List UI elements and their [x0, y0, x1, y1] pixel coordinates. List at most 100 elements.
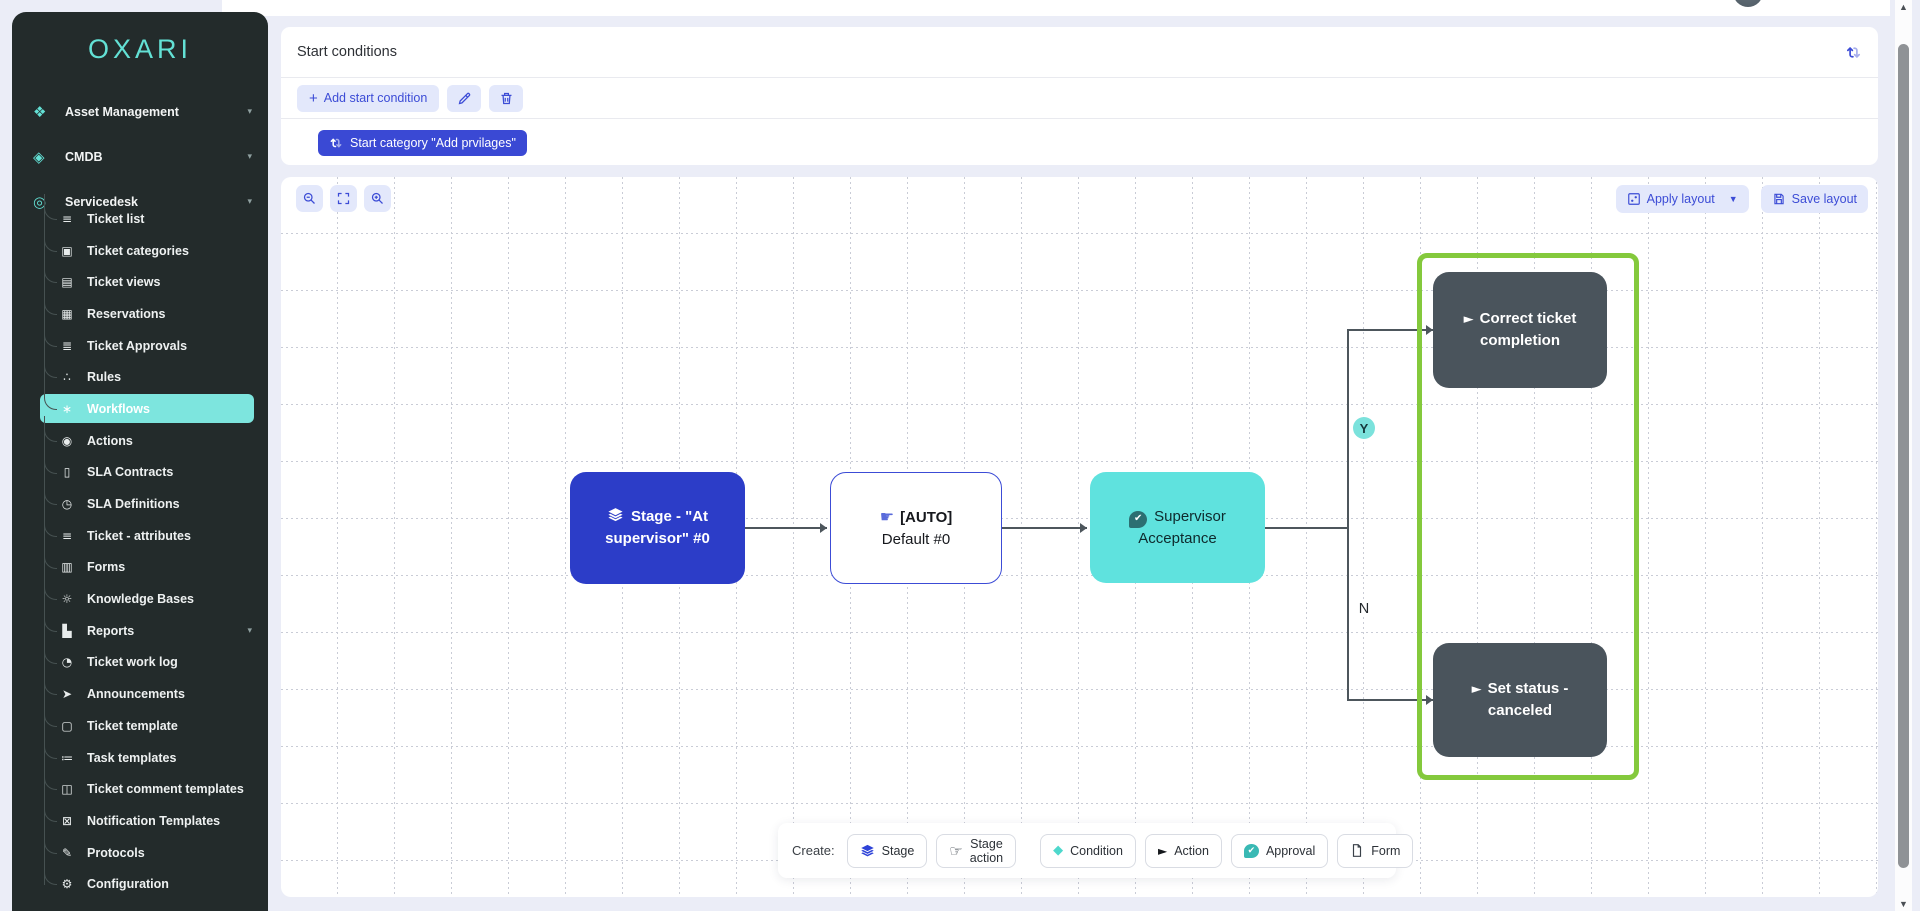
tree-branch-curve	[44, 384, 57, 411]
start-category-button[interactable]: Start category "Add prvilages"	[318, 129, 527, 156]
menu-item-label: Ticket Approvals	[87, 338, 188, 353]
sidebar-item[interactable]: ∴ Rules	[12, 352, 268, 393]
menu-item-label: Ticket list	[87, 211, 145, 226]
sidebar-item-asset-management[interactable]: ❖ Asset Management ▾	[33, 102, 252, 121]
menu-item-label: Rules	[87, 370, 122, 385]
edge-stage-to-auto	[745, 527, 827, 529]
chevron-down-icon: ▾	[247, 106, 252, 116]
sidebar-item[interactable]: ◉ Actions	[12, 415, 268, 457]
sidebar-item[interactable]: ◫ Ticket comment templates	[12, 764, 268, 805]
menu-item-icon: ◔	[61, 655, 73, 670]
menu-item-icon: ∗	[61, 401, 73, 416]
sidebar-item[interactable]: ▣ Ticket categories	[12, 225, 268, 267]
scroll-down-arrow[interactable]: ▼	[1899, 899, 1908, 909]
menu-item-label: Protocols	[87, 845, 145, 860]
chevron-down-icon[interactable]: ▼	[1728, 194, 1738, 204]
create-action-button[interactable]: ► Action	[1144, 833, 1222, 868]
node-supervisor-acceptance[interactable]: ✔Supervisor Acceptance	[1090, 472, 1265, 583]
menu-item-icon: ◫	[61, 782, 73, 797]
sidebar-item[interactable]: ∗ Workflows	[12, 384, 268, 425]
apply-layout-button[interactable]: Apply layout ▼	[1615, 185, 1749, 213]
tree-branch-curve	[44, 447, 57, 474]
node-set-status-canceled[interactable]: ►Set status - canceled	[1433, 643, 1607, 757]
zoom-out-button[interactable]	[296, 185, 323, 212]
sidebar-item[interactable]: ◷ SLA Definitions	[12, 479, 268, 520]
play-icon: ►	[1463, 312, 1474, 328]
play-icon: ►	[1471, 682, 1482, 698]
menu-item-label: SLA Definitions	[87, 497, 180, 512]
menu-item-icon: ➤	[61, 687, 73, 702]
menu-item-icon: ⚙	[61, 877, 73, 892]
create-condition-button[interactable]: ◆ Condition	[1040, 833, 1136, 868]
fit-screen-button[interactable]	[330, 185, 357, 212]
create-stage-action-button[interactable]: ☞ Stage action	[936, 833, 1017, 868]
create-stage-button[interactable]: Stage	[846, 833, 928, 868]
chevron-icon: ▾	[247, 196, 252, 206]
edge-approval-to-junction	[1265, 527, 1347, 529]
vertical-scrollbar[interactable]: ▲ ▼	[1895, 0, 1912, 911]
canvas-zoom-controls	[296, 185, 391, 212]
start-conditions-panel: Start conditions + Add start condition	[281, 27, 1878, 165]
create-form-button[interactable]: Form	[1337, 833, 1414, 868]
workflow-canvas[interactable]: Apply layout ▼ Save layout Stage - "At s…	[281, 177, 1878, 897]
menu-item-icon: ≡	[61, 528, 73, 543]
zoom-in-button[interactable]	[364, 185, 391, 212]
sidebar-item[interactable]: ⊠ Notification Templates	[12, 796, 268, 837]
sidebar-item[interactable]: ▥ Forms	[12, 542, 268, 584]
sidebar-item[interactable]: ▤ Ticket views	[12, 257, 268, 298]
user-avatar[interactable]	[1733, 0, 1763, 7]
sidebar-item[interactable]: ▦ Reservations	[12, 289, 268, 330]
save-layout-button[interactable]: Save layout	[1760, 185, 1868, 213]
save-icon	[1772, 192, 1786, 206]
scroll-up-arrow[interactable]: ▲	[1899, 2, 1908, 12]
menu-item-label: Forms	[87, 560, 126, 575]
edge-auto-to-approval	[1002, 527, 1087, 529]
scrollbar-thumb[interactable]	[1898, 44, 1909, 868]
sidebar-item-cmdb[interactable]: ◈ CMDB ▾	[33, 147, 252, 166]
yes-branch-badge: Y	[1353, 417, 1375, 439]
tree-branch-curve	[44, 289, 57, 316]
menu-item-icon: ▥	[61, 560, 73, 575]
edit-button[interactable]	[447, 84, 482, 112]
menu-item-label: Ticket work log	[87, 655, 178, 670]
node-auto-default[interactable]: ☛[AUTO] Default #0	[830, 472, 1002, 584]
menu-item-icon: ▤	[61, 275, 73, 290]
menu-item-icon: ◉	[61, 433, 73, 448]
node-correct-ticket-completion[interactable]: ►Correct ticket completion	[1433, 272, 1607, 388]
sidebar-item[interactable]: ≔ Task templates	[12, 732, 268, 774]
top-header-strip	[222, 0, 1890, 16]
create-approval-button[interactable]: ✔ Approval	[1230, 833, 1329, 868]
layers-icon	[860, 843, 875, 858]
menu-item-label: Ticket views	[87, 275, 161, 290]
delete-button[interactable]	[489, 84, 524, 112]
sidebar-item[interactable]: ≡ Ticket list	[12, 194, 268, 235]
tree-branch-curve	[44, 574, 57, 601]
sidebar-item[interactable]: ▙ Reports ▾	[12, 605, 268, 647]
sidebar-item-servicedesk[interactable]: ◎ Servicedesk ▾	[33, 192, 252, 211]
add-start-condition-button[interactable]: + Add start condition	[297, 84, 440, 112]
sidebar-item[interactable]: ⚙ Configuration	[12, 859, 268, 900]
tree-branch-curve	[44, 542, 57, 569]
sidebar-item[interactable]: ▯ SLA Contracts	[12, 447, 268, 489]
sidebar-item[interactable]: ▢ Ticket template	[12, 701, 268, 742]
sidebar-sections: ❖ Asset Management ▾ ◈ CMDB ▾ ◎ Serviced…	[12, 89, 268, 224]
tree-branch-curve	[44, 225, 57, 252]
menu-item-icon: ◷	[61, 497, 73, 512]
repeat-icon[interactable]	[1845, 44, 1862, 61]
menu-item-label: Ticket - attributes	[87, 528, 191, 543]
oxari-logo: OXARI	[87, 34, 193, 64]
sidebar-item[interactable]: ◔ Ticket work log	[12, 637, 268, 679]
menu-item-icon: ≔	[61, 750, 73, 765]
sidebar-item[interactable]: ≣ Ticket Approvals	[12, 320, 268, 362]
approval-check-icon: ✔	[1243, 843, 1259, 858]
sidebar-item[interactable]: ➤ Announcements	[12, 669, 268, 710]
sidebar-item[interactable]: ☼ Knowledge Bases	[12, 574, 268, 615]
sidebar-item[interactable]: ≡ Ticket - attributes	[12, 510, 268, 552]
tree-branch-curve	[44, 415, 57, 442]
sidebar-item[interactable]: ✎ Protocols	[12, 827, 268, 869]
menu-item-label: SLA Contracts	[87, 465, 174, 480]
menu-item-icon: ∴	[63, 370, 71, 385]
create-label: Create:	[792, 843, 835, 858]
node-stage-at-supervisor[interactable]: Stage - "At supervisor" #0	[570, 472, 745, 584]
